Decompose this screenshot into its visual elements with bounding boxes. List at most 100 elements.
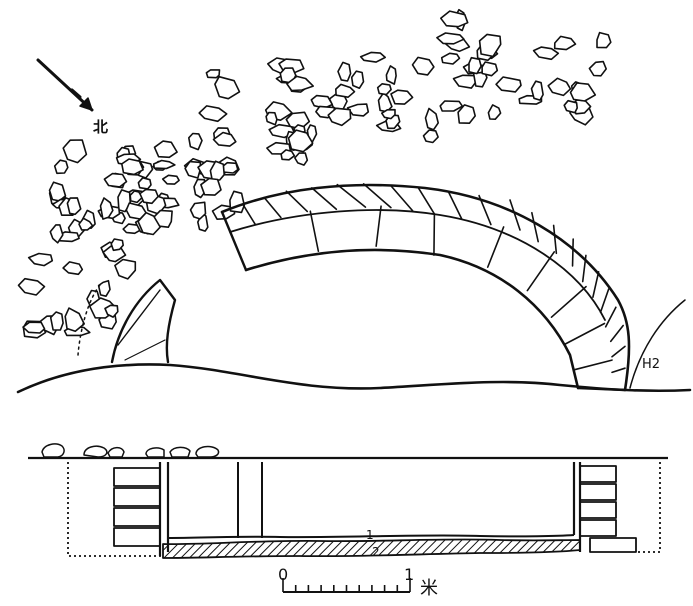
stone (457, 104, 477, 124)
arch-brick-joint (604, 306, 617, 328)
stone (139, 188, 159, 205)
stone (214, 75, 241, 100)
arch-brick-joint (478, 194, 492, 226)
stone (48, 181, 67, 202)
stone (137, 177, 152, 190)
stone (390, 89, 414, 105)
arch-brick-joint (531, 211, 539, 243)
stone (327, 107, 352, 127)
stone (49, 311, 64, 331)
left-wall-outline (110, 278, 177, 364)
scale-bar (282, 578, 411, 593)
arch-brick-joint (285, 190, 309, 213)
stone (27, 252, 54, 267)
stone (350, 70, 365, 89)
stone (530, 80, 544, 101)
north-label: 北 (93, 118, 108, 136)
stone (569, 82, 597, 102)
stone (205, 69, 221, 79)
arch-brick-joint (417, 186, 436, 215)
stone (66, 197, 82, 216)
section-view: 1 2 (28, 443, 668, 559)
stone (99, 197, 114, 220)
arch-brick-joint (599, 288, 610, 314)
stone (532, 46, 560, 61)
stone (200, 177, 222, 196)
arch-brick-joint (447, 190, 463, 220)
stone (481, 61, 499, 77)
stone (137, 211, 161, 236)
stone (439, 10, 469, 28)
arch-brick-joint (486, 226, 505, 268)
stone (286, 75, 315, 92)
stone (62, 261, 84, 276)
arch-brick-joint (571, 238, 574, 267)
stone (188, 132, 203, 151)
arch-brick-joint (263, 196, 282, 219)
stone (377, 92, 393, 113)
arch-brick-joint (581, 254, 587, 283)
north-arrow (36, 58, 94, 112)
right-brick-stack (579, 465, 637, 553)
stone (563, 99, 579, 114)
feature-label: H2 (642, 357, 660, 372)
arch-wall-inner (244, 248, 580, 390)
layer-2-hatched (162, 538, 581, 559)
stone (265, 111, 278, 126)
stone (376, 83, 392, 96)
arch-brick-joint (592, 271, 600, 298)
stone (64, 307, 85, 333)
stone (359, 51, 387, 63)
stone (553, 35, 577, 51)
stone (588, 60, 608, 77)
arch-brick-joint (609, 324, 624, 343)
stone (212, 131, 237, 147)
plan-view: 北 H2 (16, 8, 692, 394)
stone (110, 238, 124, 252)
arch-course-line (229, 209, 606, 321)
stone (103, 172, 128, 188)
arch-bricks (242, 183, 626, 374)
stone (189, 201, 207, 220)
arch-brick-joint (336, 183, 367, 208)
stone (385, 65, 397, 85)
scale-bar-start: 0 (278, 565, 288, 584)
arch-brick-joint (526, 251, 556, 292)
arch-wall-left-end (220, 210, 248, 272)
arch-brick-joint (611, 345, 626, 358)
stone (114, 258, 137, 280)
arch-brick-joint (564, 322, 606, 345)
stone (22, 321, 46, 334)
stone (334, 83, 356, 98)
arch-brick-joint (611, 367, 626, 374)
stone (161, 174, 180, 185)
stone (184, 160, 202, 179)
left-brick-stack (113, 467, 161, 547)
arch-brick-joint (311, 187, 338, 211)
stone (97, 279, 111, 298)
stone (346, 103, 370, 117)
stone-scatter (17, 8, 612, 339)
arch-brick-joint (390, 184, 414, 212)
stone (478, 33, 502, 58)
stone (422, 129, 439, 144)
stone (380, 108, 396, 120)
arch-brick-joint (573, 359, 613, 371)
stone (411, 56, 435, 76)
stone (17, 277, 46, 296)
arch-brick-joint (309, 210, 320, 253)
arch-brick-joint (509, 199, 521, 231)
stone (153, 140, 178, 159)
stone (280, 149, 296, 161)
arch-brick-joint (362, 183, 392, 209)
stone (62, 139, 88, 164)
stone (468, 56, 482, 75)
stone (596, 31, 612, 49)
arch-brick-joint (242, 203, 257, 226)
plan-ground-line (16, 363, 692, 394)
stone (78, 217, 94, 231)
stone (439, 100, 464, 112)
stone (337, 61, 352, 82)
